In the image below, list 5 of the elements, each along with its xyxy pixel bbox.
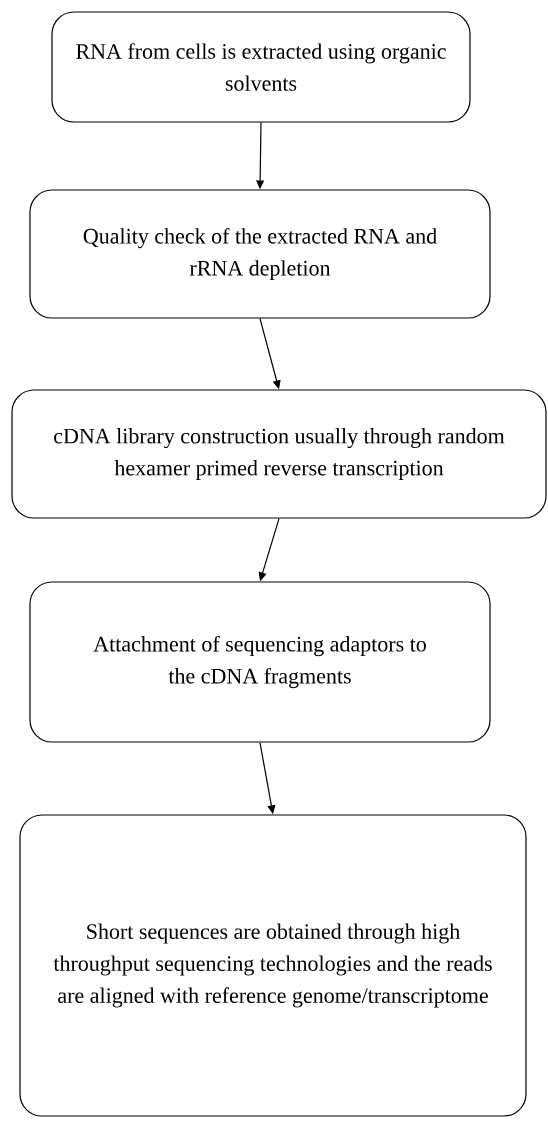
process-box: cDNA library construction usually through random hexamer primed reverse transcription: [11, 389, 547, 519]
process-box: Quality check of the extracted RNA and rRNA depletion: [29, 189, 491, 319]
process-box: RNA from cells is extracted using organic solvents: [51, 11, 471, 123]
process-box: Short sequences are obtained through high throughput sequencing technologies and the reads are aligned with reference genome/transcriptome: [19, 814, 527, 1117]
process-box: Attachment of sequencing adaptors to the cDNA fragments: [29, 581, 491, 743]
